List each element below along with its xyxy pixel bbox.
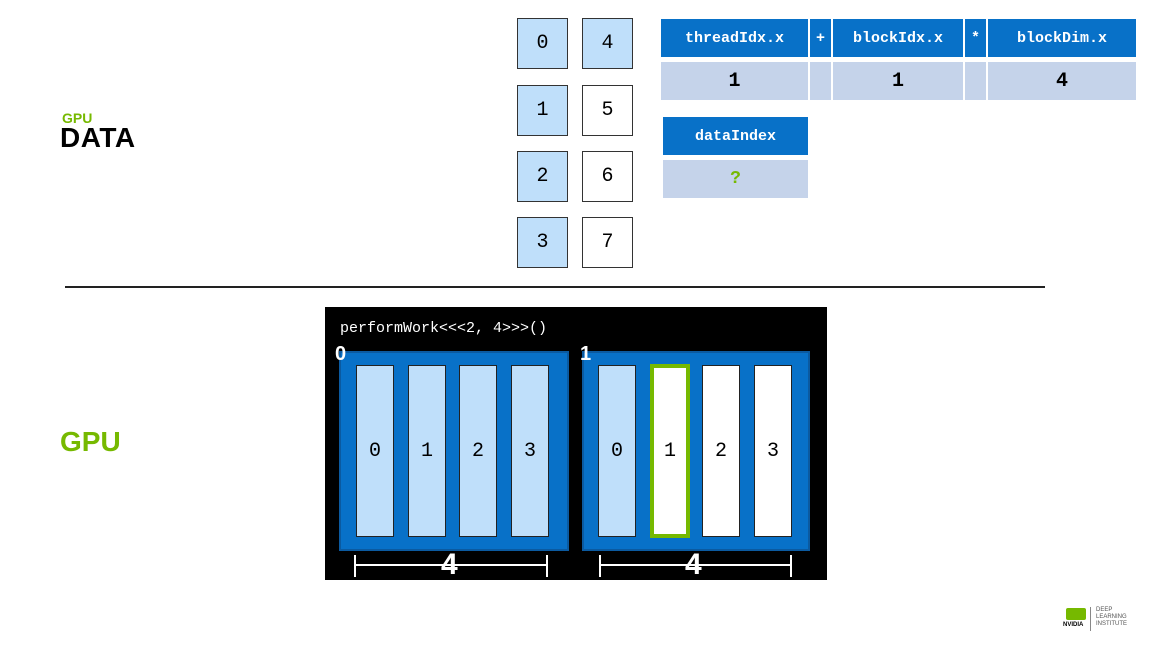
data-cell: 2: [517, 151, 568, 202]
thread: 3: [754, 365, 792, 537]
data-cell: 4: [582, 18, 633, 69]
formula-value: [810, 62, 831, 100]
formula-header: threadIdx.x: [661, 19, 808, 57]
data-cell: 5: [582, 85, 633, 136]
block-dim-label: 4: [685, 548, 702, 581]
data-cell: 0: [517, 18, 568, 69]
dli-wordmark: DEEP LEARNING INSTITUTE: [1096, 607, 1127, 628]
dli-line: INSTITUTE: [1096, 621, 1127, 627]
thread: 0: [598, 365, 636, 537]
kernel-launch-text: performWork<<<2, 4>>>(): [340, 320, 548, 337]
data-cell: 6: [582, 151, 633, 202]
highlighted-thread: 1: [650, 364, 690, 538]
block-index-label: 1: [580, 343, 592, 365]
formula-value: 1: [833, 62, 963, 100]
block-index-label: 0: [335, 343, 347, 365]
data-index-value: ?: [663, 160, 808, 198]
thread: 3: [511, 365, 549, 537]
dli-line: LEARNING: [1096, 614, 1127, 620]
thread: 0: [356, 365, 394, 537]
data-index-header: dataIndex: [663, 117, 808, 155]
formula-header: blockIdx.x: [833, 19, 963, 57]
thread: 2: [459, 365, 497, 537]
formula-value: 4: [988, 62, 1136, 100]
formula-operator: +: [810, 19, 831, 57]
data-cell: 3: [517, 217, 568, 268]
formula-header: blockDim.x: [988, 19, 1136, 57]
nvidia-logo-icon: [1066, 608, 1086, 620]
dli-line: DEEP: [1096, 607, 1113, 613]
block-dim-label: 4: [441, 548, 458, 581]
thread: 2: [702, 365, 740, 537]
data-cell: 7: [582, 217, 633, 268]
logo-divider: [1090, 607, 1091, 631]
section-divider: [65, 286, 1045, 288]
thread: 1: [408, 365, 446, 537]
gpu-heading: GPU: [60, 426, 121, 457]
formula-value: 1: [661, 62, 808, 100]
data-heading: DATA: [60, 122, 136, 153]
formula-operator: *: [965, 19, 986, 57]
gpu-small-label: GPU: [62, 110, 93, 126]
data-cell: 1: [517, 85, 568, 136]
formula-value: [965, 62, 986, 100]
nvidia-wordmark: NVIDIA: [1063, 622, 1084, 628]
